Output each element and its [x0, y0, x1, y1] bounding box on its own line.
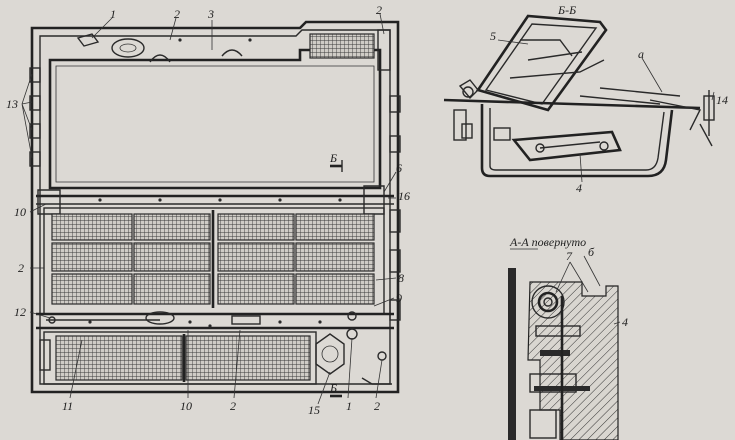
callout-4-bb: 4 — [576, 181, 582, 195]
section-mark-b-bottom: Б — [329, 381, 337, 395]
callout-4-aa: 4 — [622, 315, 628, 329]
callout-b: б — [588, 245, 595, 259]
callout-2-top-right: 2 — [376, 3, 382, 17]
callout-15-plate: 15 — [308, 403, 320, 417]
bearing-ring — [531, 285, 565, 319]
callout-1-top: 1 — [110, 7, 116, 21]
callout-14: 14 — [716, 93, 728, 107]
section-bb-view: Б-Б 5 — [443, 3, 728, 195]
callout-6: 6 — [396, 161, 402, 175]
left-plate — [508, 268, 516, 440]
top-window-opening — [48, 48, 382, 190]
callout-10-bottom: 10 — [180, 399, 192, 413]
callout-2-left: 2 — [18, 261, 24, 275]
callout-12-rod: 12 — [14, 305, 26, 319]
callout-2-bottom-right: 2 — [374, 399, 380, 413]
callout-8-mesh: 8 — [398, 271, 404, 285]
callout-a: а — [638, 47, 644, 61]
callout-16: 16 — [398, 189, 410, 203]
bottom-mesh-panel — [39, 331, 317, 385]
callout-2-bottom: 2 — [230, 399, 236, 413]
front-view: 1 2 3 2 13 Б 6 16 10 2 8 9 12 11 10 2 1 … — [6, 3, 410, 417]
callout-3-window: 3 — [207, 7, 214, 21]
section-aa-view: А-А повернуто 7 б 4 — [508, 235, 628, 440]
panel-inner-frame — [39, 29, 391, 385]
raised-shutter — [475, 14, 608, 112]
callout-10-left: 10 — [14, 205, 26, 219]
section-aa-title: А-А повернуто — [509, 235, 586, 249]
callout-1-bottom: 1 — [346, 399, 352, 413]
lower-housing — [480, 104, 674, 178]
panel-outer-frame — [30, 20, 400, 394]
callout-11: 11 — [62, 399, 73, 413]
section-mark-b-top: Б — [329, 151, 337, 165]
callout-13-brackets: 13 — [6, 97, 18, 111]
top-right-mesh — [309, 33, 375, 59]
bottom-plate — [315, 333, 345, 375]
top-oval-port — [111, 38, 145, 58]
hatched-body — [527, 281, 619, 440]
callout-7: 7 — [566, 249, 573, 263]
left-brackets — [29, 67, 41, 167]
section-bb-title: Б-Б — [557, 3, 576, 17]
middle-mesh-grid — [43, 207, 385, 315]
callout-9: 9 — [396, 291, 402, 305]
callout-2-top: 2 — [174, 7, 180, 21]
callout-5: 5 — [490, 29, 496, 43]
